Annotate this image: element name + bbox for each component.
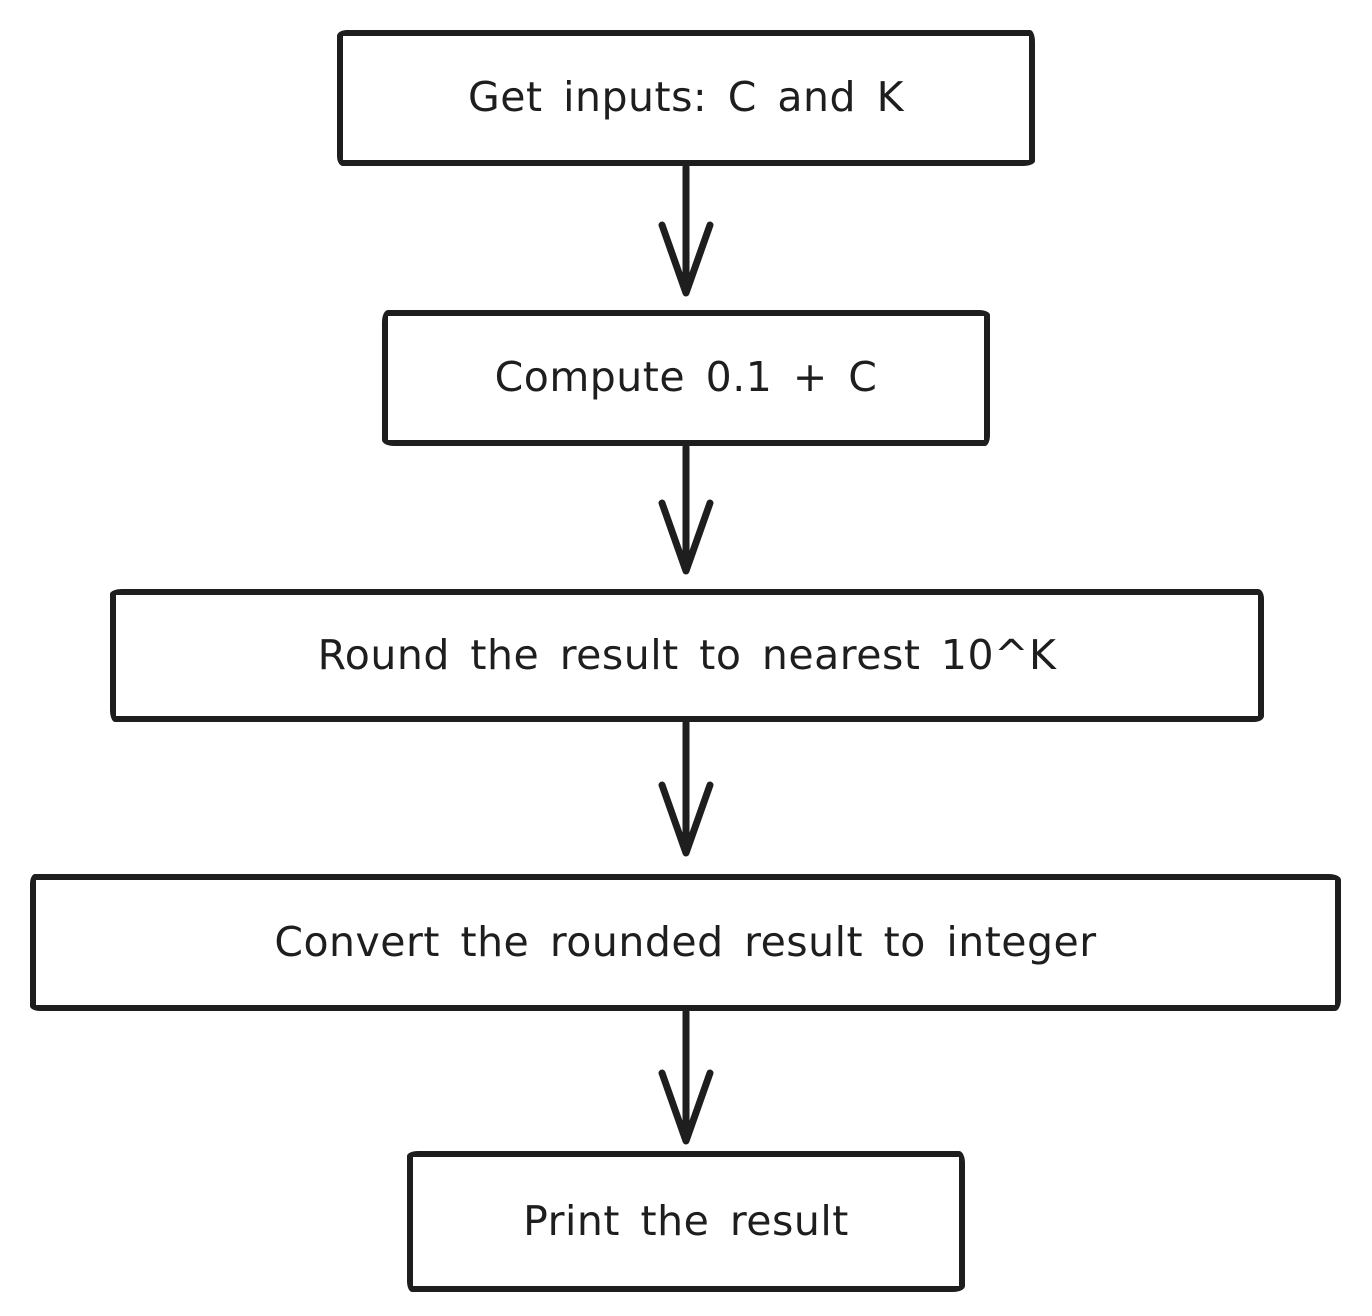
flow-node-convert-integer: Convert the rounded result to integer bbox=[30, 874, 1341, 1011]
flow-node-label: Convert the rounded result to integer bbox=[274, 917, 1097, 966]
flow-node-label: Round the result to nearest 10^K bbox=[317, 630, 1057, 679]
flow-node-print-result: Print the result bbox=[407, 1151, 965, 1292]
flow-arrow-3 bbox=[658, 720, 714, 857]
arrow-head-icon bbox=[658, 1069, 714, 1145]
flow-node-get-inputs: Get inputs: C and K bbox=[337, 30, 1035, 166]
flow-node-compute-sum: Compute 0.1 + C bbox=[382, 310, 990, 446]
flow-node-label: Compute 0.1 + C bbox=[494, 353, 878, 402]
flow-arrow-1 bbox=[658, 164, 714, 297]
arrow-head-icon bbox=[658, 781, 714, 857]
flow-arrow-2 bbox=[658, 444, 714, 575]
flow-node-label: Print the result bbox=[523, 1196, 849, 1245]
flow-node-label: Get inputs: C and K bbox=[468, 73, 904, 122]
flow-arrow-4 bbox=[658, 1009, 714, 1145]
arrow-head-icon bbox=[658, 221, 714, 297]
arrow-head-icon bbox=[658, 499, 714, 575]
flow-node-round-result: Round the result to nearest 10^K bbox=[110, 589, 1264, 722]
